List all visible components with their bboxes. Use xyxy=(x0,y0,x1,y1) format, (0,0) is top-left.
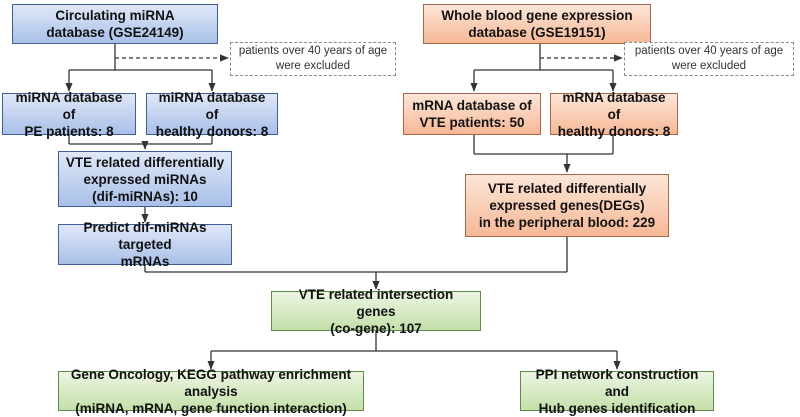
predict-label: Predict dif-miRNAs targeted mRNAs xyxy=(83,220,207,269)
enrichment-label: Gene Oncology, KEGG pathway enrichment a… xyxy=(70,366,352,416)
ppi-label: PPI network construction and Hub genes i… xyxy=(535,366,699,416)
pe-patients-label: miRNA database of PE patients: 8 xyxy=(15,89,123,139)
cogene-box: VTE related intersection genes (co-gene)… xyxy=(271,287,481,336)
mrna-source-box: Whole blood gene expression database (GS… xyxy=(423,4,651,44)
dif-mirnas-label: VTE related differentially expressed miR… xyxy=(65,154,225,204)
degs-box: VTE related differentially expressed gen… xyxy=(465,174,669,237)
mirna-source-box: Circulating miRNA database (GSE24149) xyxy=(12,4,218,44)
dif-mirnas-box: VTE related differentially expressed miR… xyxy=(58,151,232,207)
pe-patients-box: miRNA database of PE patients: 8 xyxy=(2,90,136,139)
left-exclusion-note: patients over 40 years of age were exclu… xyxy=(230,42,396,76)
right-exclusion-note: patients over 40 years of age were exclu… xyxy=(624,42,794,76)
right-healthy-label: mRNA database of healthy donors: 8 xyxy=(557,89,671,139)
vte-patients-label: mRNA database of VTE patients: 50 xyxy=(412,98,532,130)
cogene-label: VTE related intersection genes (co-gene)… xyxy=(298,286,454,336)
left-healthy-box: miRNA database of healthy donors: 8 xyxy=(146,90,278,139)
left-exclusion-label: patients over 40 years of age were exclu… xyxy=(238,45,388,72)
vte-patients-box: mRNA database of VTE patients: 50 xyxy=(403,93,541,135)
predict-box: Predict dif-miRNAs targeted mRNAs xyxy=(58,220,232,269)
ppi-box: PPI network construction and Hub genes i… xyxy=(520,367,714,416)
left-healthy-label: miRNA database of healthy donors: 8 xyxy=(155,89,269,139)
mrna-source-label: Whole blood gene expression database (GS… xyxy=(441,8,633,40)
mirna-source-label: Circulating miRNA database (GSE24149) xyxy=(46,8,184,40)
right-healthy-box: mRNA database of healthy donors: 8 xyxy=(550,90,678,139)
right-exclusion-label: patients over 40 years of age were exclu… xyxy=(634,45,784,72)
degs-label: VTE related differentially expressed gen… xyxy=(478,181,656,230)
enrichment-box: Gene Oncology, KEGG pathway enrichment a… xyxy=(58,367,364,416)
